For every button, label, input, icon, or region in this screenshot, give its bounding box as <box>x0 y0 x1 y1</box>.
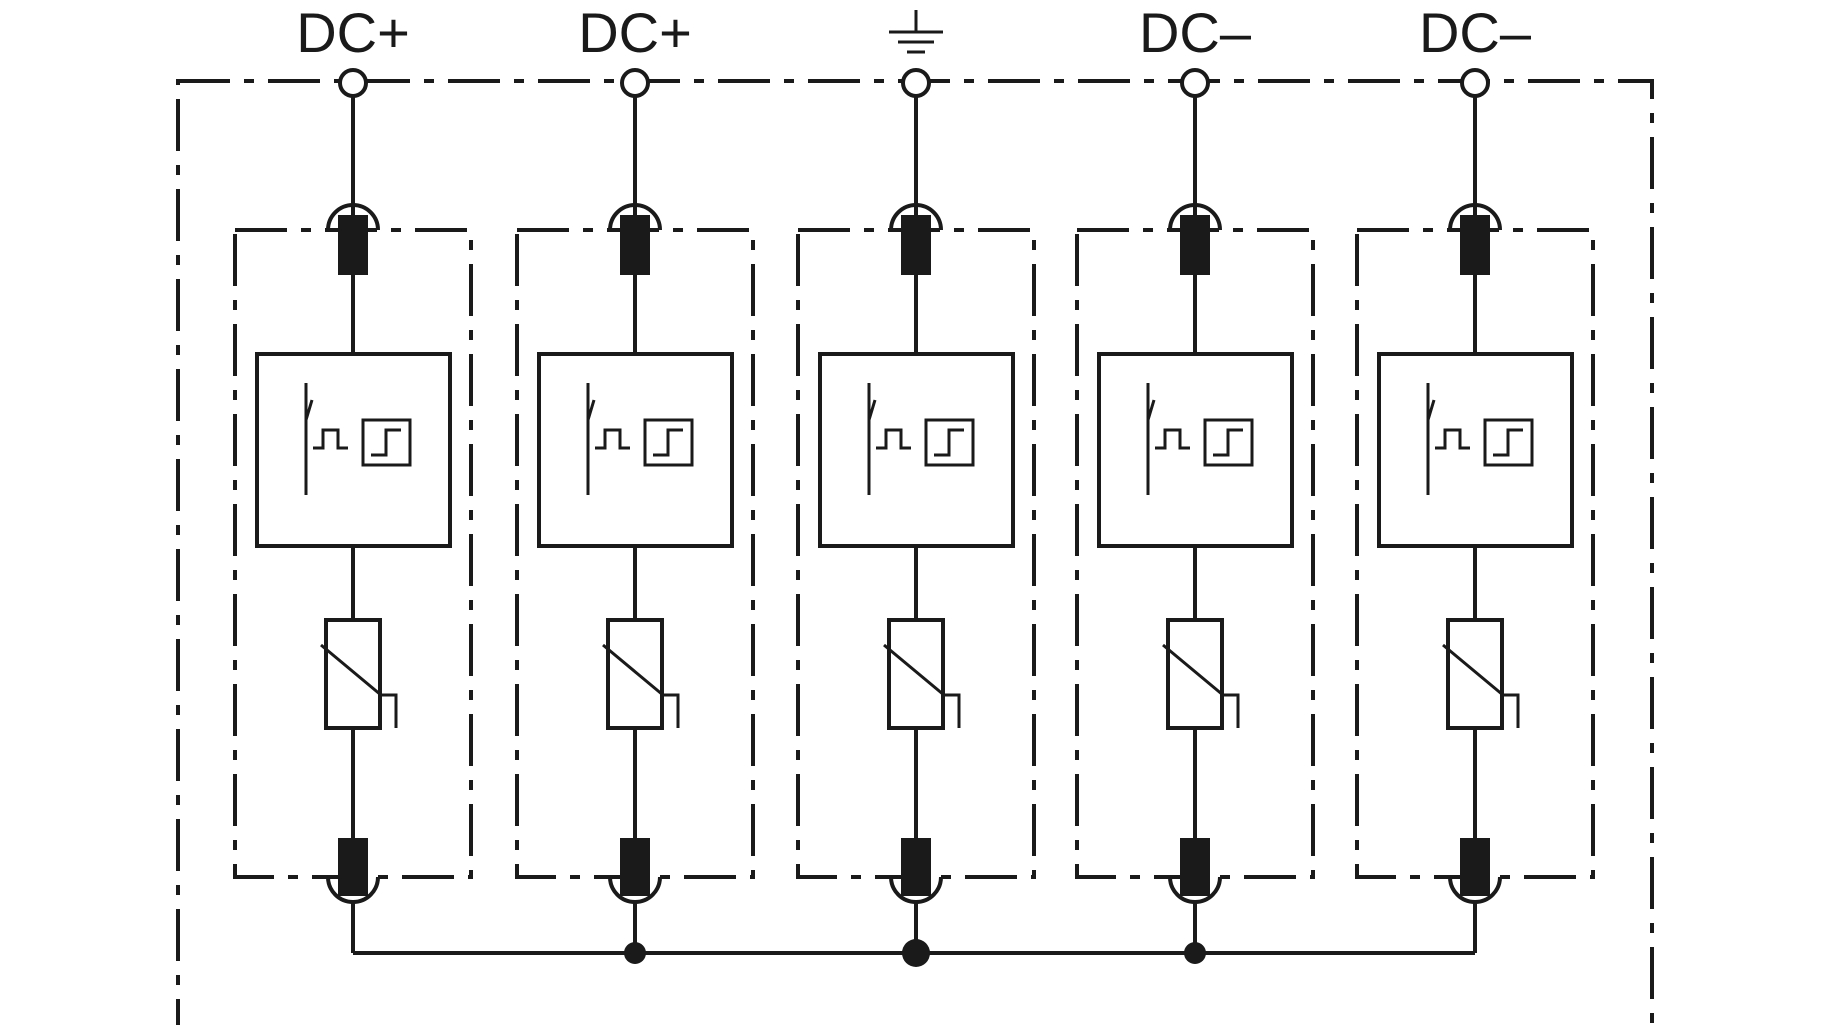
switch-linkage <box>1435 428 1470 450</box>
indicator-step-icon <box>1493 428 1523 457</box>
junction-dot <box>902 939 930 967</box>
terminal-label-2: DC+ <box>578 1 692 64</box>
terminal-circle <box>338 68 368 98</box>
junction-dot <box>1184 942 1206 964</box>
junction-dot <box>624 942 646 964</box>
thermal-disconnector-box <box>818 352 1015 548</box>
module-1 <box>233 68 473 953</box>
module-2 <box>515 68 755 964</box>
switch-linkage <box>1155 428 1190 450</box>
plug-contact-arc-bottom <box>608 876 662 904</box>
switch-icon <box>1426 383 1436 495</box>
varistor-slash-icon <box>883 643 961 728</box>
contact-block-top <box>1180 215 1210 275</box>
varistor-slash-icon <box>1162 643 1240 728</box>
switch-icon <box>867 383 877 495</box>
plug-contact-arc-bottom <box>889 876 943 904</box>
thermal-disconnector-box <box>1097 352 1294 548</box>
plug-contact-arc-bottom <box>1448 876 1502 904</box>
contact-block-top <box>620 215 650 275</box>
plug-contact-arc-top <box>326 203 380 231</box>
indicator-box <box>1203 418 1254 467</box>
terminal-circle <box>620 68 650 98</box>
terminal-circle <box>901 68 931 98</box>
switch-icon <box>586 383 596 495</box>
contact-block-bottom <box>1180 838 1210 896</box>
switch-linkage <box>595 428 630 450</box>
indicator-box <box>924 418 975 467</box>
switch-linkage <box>313 428 348 450</box>
plug-contact-arc-top <box>889 203 943 231</box>
indicator-step-icon <box>371 428 401 457</box>
contact-block-bottom <box>1460 838 1490 896</box>
indicator-step-icon <box>653 428 683 457</box>
indicator-box <box>1483 418 1534 467</box>
contact-block-bottom <box>338 838 368 896</box>
plug-contact-arc-top <box>608 203 662 231</box>
contact-block-top <box>901 215 931 275</box>
indicator-box <box>643 418 694 467</box>
plug-contact-arc-bottom <box>1168 876 1222 904</box>
plug-contact-arc-top <box>1168 203 1222 231</box>
terminal-circle <box>1460 68 1490 98</box>
varistor <box>606 618 664 730</box>
indicator-step-icon <box>934 428 964 457</box>
plug-contact-arc-bottom <box>326 876 380 904</box>
varistor-slash-icon <box>1442 643 1520 728</box>
contact-block-top <box>1460 215 1490 275</box>
varistor <box>1166 618 1224 730</box>
plug-contact-arc-top <box>1448 203 1502 231</box>
terminal-circle <box>1180 68 1210 98</box>
thermal-disconnector-box <box>537 352 734 548</box>
contact-block-bottom <box>901 838 931 896</box>
terminal-label-4: DC– <box>1139 1 1252 64</box>
module-3 <box>796 68 1036 967</box>
varistor <box>1446 618 1504 730</box>
indicator-box <box>361 418 412 467</box>
contact-block-bottom <box>620 838 650 896</box>
switch-icon <box>1146 383 1156 495</box>
contact-block-top <box>338 215 368 275</box>
terminal-label-1: DC+ <box>296 1 410 64</box>
thermal-disconnector-box <box>255 352 452 548</box>
varistor-slash-icon <box>320 643 398 728</box>
terminal-label-5: DC– <box>1419 1 1532 64</box>
thermal-disconnector-box <box>1377 352 1574 548</box>
varistor <box>887 618 945 730</box>
module-4 <box>1075 68 1315 964</box>
indicator-step-icon <box>1213 428 1243 457</box>
varistor <box>324 618 382 730</box>
switch-linkage <box>876 428 911 450</box>
ground-icon <box>889 10 943 54</box>
switch-icon <box>304 383 314 495</box>
varistor-slash-icon <box>602 643 680 728</box>
module-5 <box>1355 68 1595 953</box>
